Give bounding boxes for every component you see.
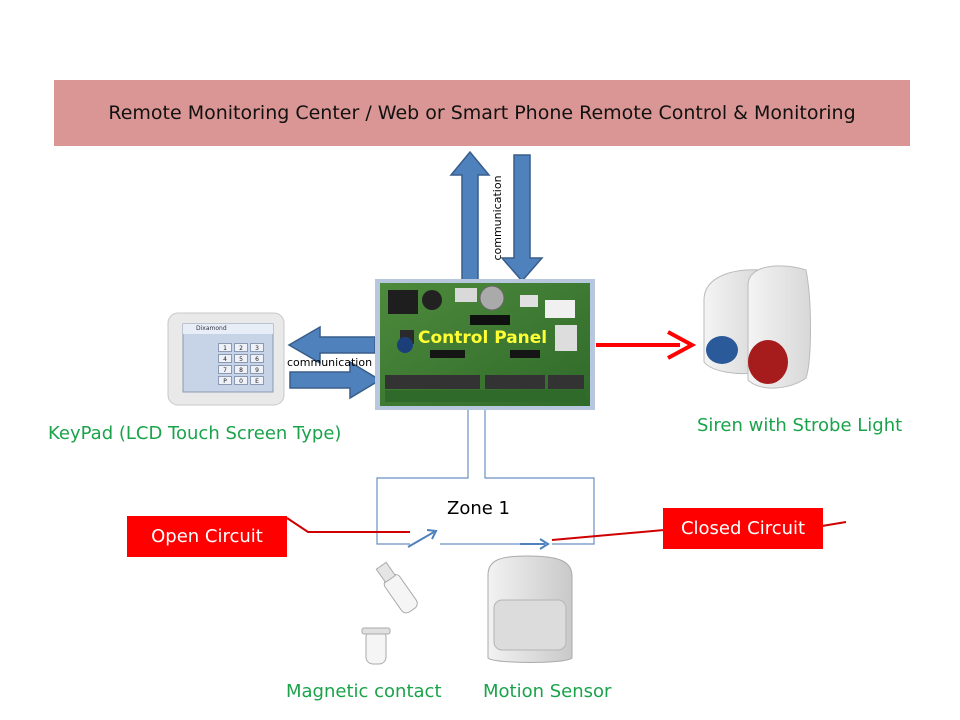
keypad-key: E [250,376,264,385]
zone-label: Zone 1 [447,498,510,519]
keypad-screen-title: Dixamond [196,325,227,332]
keypad-key: 1 [218,343,232,352]
right-arrow [289,360,382,400]
keypad-label: KeyPad (LCD Touch Screen Type) [48,423,342,444]
motion-sensor-device [487,555,573,663]
remote-monitoring-banner: Remote Monitoring Center / Web or Smart … [54,80,910,146]
keypad-key: 0 [234,376,248,385]
keypad-key: 9 [250,365,264,374]
keypad-key: P [218,376,232,385]
left-arrow [287,325,376,365]
siren-output-arrow [596,330,697,360]
keypad-key-grid: 1 2 3 4 5 6 7 8 9 P 0 E [218,343,268,385]
keypad-key: 3 [250,343,264,352]
motion-sensor-label: Motion Sensor [483,681,612,702]
control-panel-label: Control Panel [418,328,548,348]
keypad-key: 7 [218,365,232,374]
siren-label: Siren with Strobe Light [697,415,903,436]
banner-text: Remote Monitoring Center / Web or Smart … [108,102,856,124]
zone-wiring [376,410,595,550]
open-circuit-label: Open Circuit [151,526,263,547]
closed-circuit-box: Closed Circuit [663,508,823,549]
keypad-key: 4 [218,354,232,363]
control-panel-board [375,279,595,410]
keypad-key: 6 [250,354,264,363]
up-arrow [449,150,491,281]
vertical-communication-label: communication [490,175,504,261]
keypad-key: 8 [234,365,248,374]
magnetic-contact-label: Magnetic contact [286,681,442,702]
closed-circuit-label: Closed Circuit [680,518,806,539]
open-circuit-box: Open Circuit [127,516,287,557]
keypad-key: 5 [234,354,248,363]
down-arrow [500,154,544,283]
siren-device [703,265,811,389]
open-circuit-wire [286,517,410,533]
magnetic-contact-device [361,561,418,665]
closed-circuit-wire [551,521,847,541]
horizontal-communication-label: communication [287,356,373,369]
keypad-key: 2 [234,343,248,352]
